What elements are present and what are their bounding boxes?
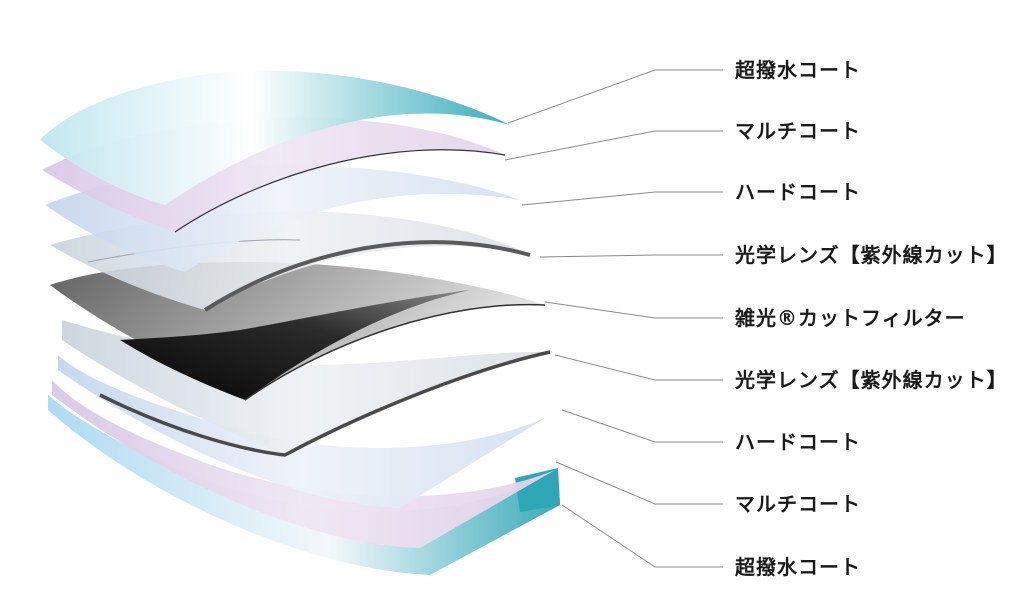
layer-top-water-coat [40, 70, 510, 205]
layer-label: 超撥水コート [734, 58, 861, 82]
layer-label: ハードコート [735, 430, 861, 454]
leader-line [554, 354, 723, 381]
leader-line [544, 301, 723, 319]
leader-line [561, 409, 723, 443]
layer-label: 超撥水コート [734, 555, 861, 579]
leader-line [521, 191, 723, 206]
layer-label: マルチコート [735, 119, 861, 143]
layer-label: 光学レンズ【紫外線カット】 [734, 243, 1008, 267]
leader-line [539, 254, 723, 258]
layer-label: マルチコート [735, 492, 861, 516]
layer-label: 光学レンズ【紫外線カット】 [734, 368, 1008, 392]
leader-line [504, 130, 723, 161]
callouts: 超撥水コートマルチコートハードコート光学レンズ【紫外線カット】雑光®カットフィル… [504, 58, 1008, 579]
leader-line [555, 461, 723, 505]
layer-label: ハードコート [735, 180, 861, 204]
layer-label: 雑光®カットフィルター [734, 306, 966, 330]
layer-bottom-hard-coat [58, 355, 545, 508]
leader-line [561, 504, 723, 568]
layer-bottom-multi-coat [52, 380, 555, 548]
leader-line [507, 69, 723, 124]
